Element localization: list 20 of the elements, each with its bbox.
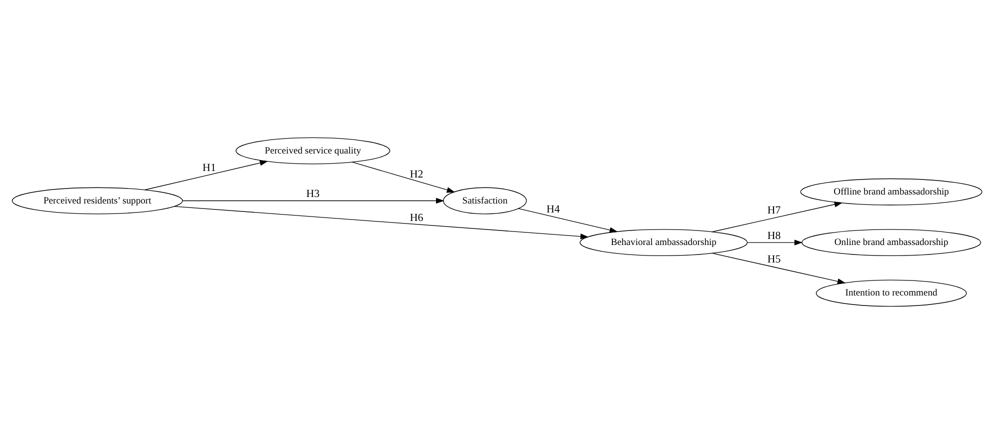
edge-label: H1 [202,162,216,174]
arrow [144,160,268,190]
node-ellipse: Offline brand ambassadorship [800,178,982,205]
edge-label: H5 [767,252,781,265]
node-ellipse: Perceived residents’ support [12,186,183,214]
edge-label: H6 [410,212,424,224]
arrow [174,206,589,239]
edge-label: H3 [306,188,320,200]
arrow [712,201,843,232]
node-ellipse: Online brand ambassadorship [802,228,982,256]
arrow [518,208,618,232]
arrow [712,252,846,284]
edge-label: H8 [767,229,781,242]
edge-label: H7 [767,204,781,216]
node-ellipse: Perceived service quality [236,136,390,164]
edge-label: H2 [410,168,424,180]
arrow [352,161,456,192]
arrow [747,239,803,245]
edge-label: H4 [546,202,560,215]
arrow [182,197,444,204]
